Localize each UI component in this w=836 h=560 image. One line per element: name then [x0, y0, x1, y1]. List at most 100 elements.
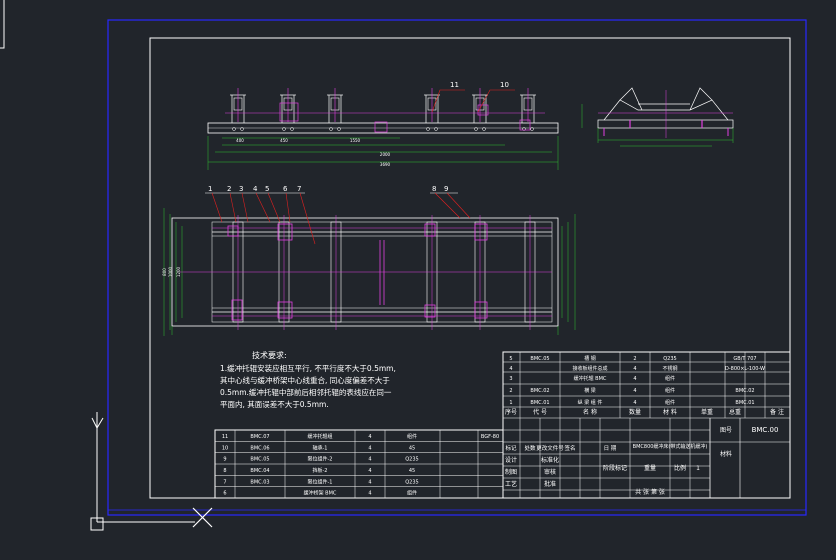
parts-left-cell: BMC.03	[250, 479, 269, 485]
parts-left-cell: Q235	[405, 479, 418, 485]
bolt-hole	[426, 127, 430, 131]
parts-right-header: 代 号	[533, 408, 547, 416]
highlight-part	[519, 119, 531, 131]
front-balloons: 11 10	[431, 81, 515, 113]
parts-right-cell: 组件	[665, 387, 675, 394]
bolt-hole	[232, 127, 236, 131]
parts-right-cell: 5	[509, 356, 512, 362]
parts-right-cell: D-800×L-100-W	[725, 366, 765, 372]
parts-right-cell: 横 梁	[584, 387, 596, 394]
parts-left-cell: 限位组件-2	[308, 456, 333, 463]
parts-right-header: 总重	[729, 408, 741, 416]
front-view	[207, 88, 559, 170]
parts-left-cell: 8	[223, 468, 226, 474]
balloon-10: 10	[500, 81, 509, 89]
parts-right-header: 备 注	[770, 408, 784, 416]
sheet-outer-frame	[107, 19, 807, 516]
technical-notes: 技术要求: 1.缓冲托辊安装应相互平行, 不平行度不大于0.5mm, 其中心线与…	[220, 350, 396, 409]
highlight-part	[277, 223, 293, 241]
sheets-label: 共 张 第 张	[635, 488, 665, 496]
balloon-4: 4	[253, 185, 258, 193]
parts-right-cell: 4	[633, 376, 636, 382]
corner-mark	[0, 0, 5, 49]
balloon-9: 9	[444, 185, 448, 193]
balloon-7: 7	[297, 185, 301, 193]
parts-left-cell: BMC.07	[250, 434, 269, 440]
parts-left-cell: 4	[368, 445, 371, 451]
parts-right-header: 名 称	[583, 408, 597, 416]
dim-text: 800	[162, 268, 167, 276]
craft-label: 工艺	[505, 480, 517, 488]
highlight-part	[424, 223, 436, 237]
parts-left-cell: BGF-80	[481, 434, 499, 440]
parts-left-cell: 轴承-1	[313, 444, 328, 451]
highlight-part	[474, 301, 488, 319]
parts-right-cell: 1	[509, 400, 512, 406]
parts-right-header: 数量	[629, 408, 641, 416]
parts-left-cell: 4	[368, 434, 371, 440]
parts-left-cell: 45	[409, 445, 415, 451]
standardization-label: 标准化	[541, 456, 559, 464]
balloon-6: 6	[283, 185, 288, 193]
side-view	[581, 87, 734, 147]
parts-left-cell: 10	[222, 445, 228, 451]
notes-line-2: 其中心线与缓冲桥架中心线重合, 同心度偏差不大于	[220, 375, 390, 385]
drawing-title: BMC800缓冲床(带式输送机缓冲)	[633, 443, 708, 450]
parts-left-cell: 6	[223, 491, 226, 497]
balloon-3: 3	[239, 185, 243, 193]
highlight-part	[424, 304, 436, 318]
dim-text: 3690	[380, 162, 391, 167]
highlight-part	[277, 301, 293, 319]
parts-right-cell: 2	[509, 388, 512, 394]
dim-text: 2000	[380, 152, 391, 157]
check-label: 审核	[544, 468, 556, 476]
parts-left-cell: 45	[409, 468, 415, 474]
parts-left-cell: 7	[223, 479, 226, 485]
bolt-hole	[434, 127, 438, 131]
parts-right-cell: 缓冲托辊 BMC	[574, 375, 607, 382]
parts-left-cell: 组件	[407, 490, 417, 497]
parts-right-cell: 组件	[665, 375, 675, 382]
revision-header: 更改文件号	[536, 444, 564, 452]
parts-left-cell: 9	[223, 457, 226, 463]
parts-right-cell: 2	[633, 356, 636, 362]
parts-left-cell: BMC.06	[250, 445, 269, 451]
approve-label: 批准	[544, 480, 556, 488]
parts-left-cell: 挡板-2	[313, 467, 328, 474]
parts-right-cell: BMC.02	[735, 388, 754, 394]
parts-left-cell: 4	[368, 491, 371, 497]
dim-text: 1550	[350, 138, 361, 143]
parts-right-cell: BMC.01	[735, 400, 754, 406]
parts-right-cell: 纵 梁 组 件	[578, 399, 603, 406]
bolt-hole	[290, 127, 294, 131]
material-label: 材料	[720, 450, 732, 458]
parts-right-cell: 4	[509, 366, 512, 372]
parts-right-cell: 不锈钢	[662, 365, 677, 372]
dim-text: 1200	[176, 266, 181, 277]
parts-left-cell: 4	[368, 457, 371, 463]
highlight-part	[477, 104, 489, 116]
plan-view	[163, 208, 576, 336]
draw-label: 制图	[505, 468, 517, 476]
fig-label: 图号	[720, 427, 732, 434]
parts-right-cell: GB/T 707	[733, 356, 756, 362]
parts-right-cell: 槽 钢	[584, 355, 596, 362]
parts-right-cell: 4	[633, 366, 636, 372]
sheet-inner-frame	[149, 37, 791, 499]
bolt-hole	[240, 127, 244, 131]
parts-left-cell: 组件	[407, 433, 417, 440]
balloon-11: 11	[450, 81, 459, 89]
revision-header: 签名	[564, 444, 575, 452]
highlight-part	[474, 223, 488, 241]
parts-right-cell: 组件	[665, 399, 675, 406]
revision-header: 日 期	[604, 445, 617, 452]
highlight-part	[231, 299, 243, 321]
notes-line-4: 平面内, 其面误差不大于0.5mm.	[220, 399, 329, 409]
balloon-1: 1	[208, 185, 212, 193]
stage-label: 阶段标记	[603, 464, 627, 472]
